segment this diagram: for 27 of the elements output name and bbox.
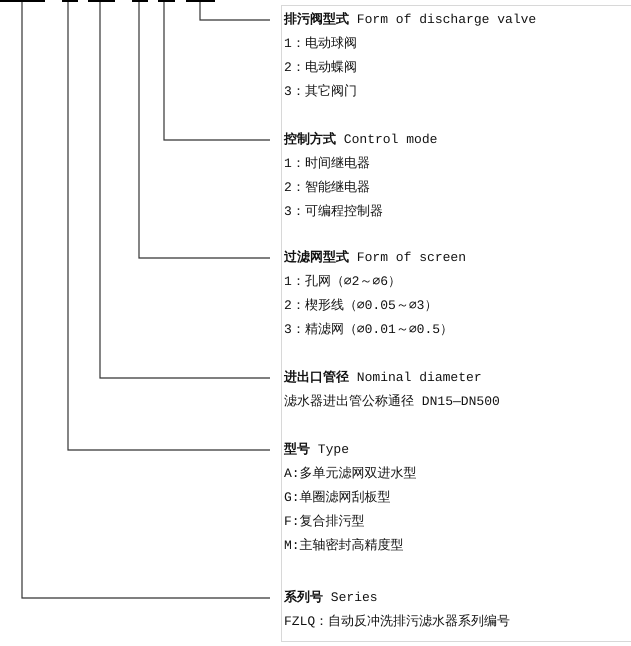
option-text: 3：其它阀门 [284,83,358,101]
option-text: G:单圈滤网刮板型 [284,489,392,507]
option-text: F:复合排污型 [284,513,366,531]
leader-line [163,2,270,141]
option-text: M:主轴密封高精度型 [284,537,405,555]
leader-line [99,2,270,379]
option-text: 2：智能继电器 [284,179,371,197]
option-text: 1：电动球阀 [284,35,358,53]
leader-line [138,2,270,259]
section-heading: 过滤网型式 Form of screen [284,249,468,267]
option-text: 1：时间继电器 [284,155,371,173]
section-heading: 型号 Type [284,441,350,459]
section-heading: 控制方式 Control mode [284,130,438,149]
option-text: 1：孔网（⌀2～⌀6） [284,273,402,291]
leader-line [199,2,270,21]
option-text: A:多单元滤网双进水型 [284,465,418,483]
section-heading: 排污阀型式 Form of discharge valve [284,11,538,29]
leader-line [67,2,270,451]
option-text: 2：楔形线（⌀0.05～⌀3） [284,297,438,315]
option-text: FZLQ：自动反冲洗排污滤水器系列编号 [284,613,512,631]
option-text: 滤水器进出管公称通径 DN15—DN500 [284,393,501,411]
section-heading: 进出口管径 Nominal diameter [284,369,483,387]
section-heading: 系列号 Series [284,588,379,607]
option-text: 3：精滤网（⌀0.01～⌀0.5） [284,321,454,339]
option-text: 3：可编程控制器 [284,203,384,221]
option-text: 2：电动蝶阀 [284,59,358,77]
leader-line [21,2,270,599]
